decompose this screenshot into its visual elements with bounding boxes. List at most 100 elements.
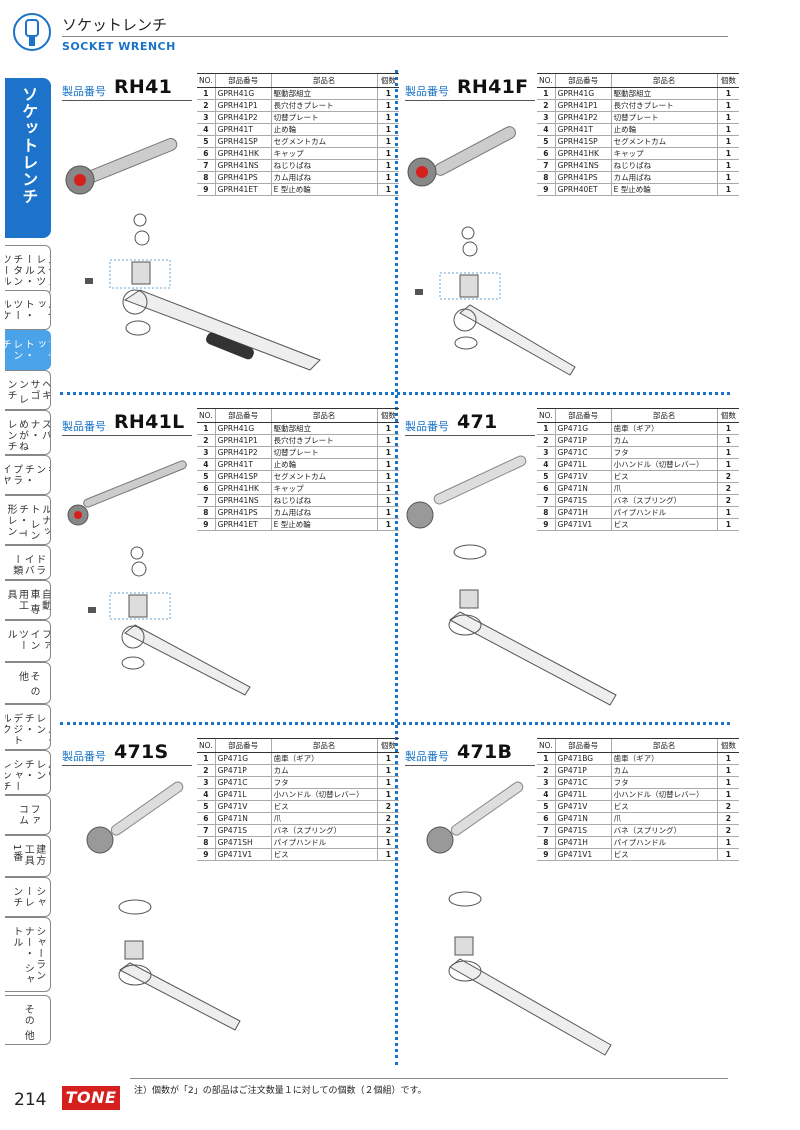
product-photo-471	[406, 455, 527, 529]
cell-nm: ビス	[270, 848, 378, 861]
exploded-diagram-471b	[448, 891, 612, 1056]
cell-nm: ビス	[610, 518, 718, 531]
sidebar-tab-0[interactable]: ステンレスツール・ チタンツール	[5, 245, 51, 295]
cell-pn: GP471V	[554, 470, 612, 483]
sidebar-tab-label: 建方工具 1番	[10, 844, 45, 866]
cell-nm: カム	[610, 764, 718, 777]
cell-pn: GPRH41HK	[554, 147, 612, 160]
cell-pn: GPRH41NS	[214, 159, 272, 172]
footer-rule	[130, 1078, 728, 1079]
sidebar-tab-8[interactable]: 自動車 専用工具	[5, 580, 51, 620]
cell-qty: 1	[716, 183, 740, 196]
product-code: RH41L	[114, 411, 185, 433]
cell-pn: GP471S	[214, 824, 272, 837]
cell-no: 4	[537, 123, 556, 136]
cell-nm: 爪	[610, 482, 718, 495]
product-code: 471B	[457, 741, 513, 763]
cell-nm: フタ	[610, 446, 718, 459]
cell-nm: パイプハンドル	[610, 506, 718, 519]
sidebar-tab-15[interactable]: シャーレンチ	[5, 877, 51, 917]
cell-qty: 1	[716, 458, 740, 471]
sidebar-tab-6[interactable]: ホイールナット レンチ・ T形レンチ	[5, 495, 51, 545]
cell-qty: 1	[716, 776, 740, 789]
parts-table-header: NO.部品番号部品名個数	[537, 738, 740, 753]
header-qty: 個数	[716, 73, 740, 88]
page-subtitle: SOCKET WRENCH	[62, 40, 176, 53]
cell-nm: 歯車（ギア）	[270, 752, 378, 765]
cell-no: 4	[537, 788, 556, 801]
cell-nm: バネ（スプリング）	[610, 824, 718, 837]
cell-qty: 1	[376, 135, 400, 148]
sidebar-tab-1[interactable]: ツールセット・ ツールケース	[5, 290, 51, 330]
sidebar-tab-17[interactable]: その 他	[5, 995, 51, 1045]
header-qty: 個数	[716, 408, 740, 423]
product-label: 製品番号	[62, 420, 106, 433]
sidebar-tab-2[interactable]: ソケット・ レンチ	[5, 330, 51, 370]
cell-no: 2	[537, 764, 556, 777]
product-code: RH41F	[457, 76, 529, 98]
cell-no: 1	[197, 422, 216, 435]
exploded-diagram-471s	[118, 899, 241, 1031]
cell-qty: 1	[376, 482, 400, 495]
header-no: NO.	[197, 738, 216, 753]
sidebar-tab-16[interactable]: シャーランナー・ シャトル	[5, 917, 51, 992]
cell-nm: パイプハンドル	[270, 836, 378, 849]
header-qty: 個数	[376, 738, 400, 753]
cell-nm: パイプハンドル	[610, 836, 718, 849]
sidebar-active-category[interactable]: ソケットレンチ	[5, 78, 51, 238]
product-photo-rh41	[65, 138, 178, 195]
header-no: NO.	[197, 408, 216, 423]
header-nm: 部品名	[610, 73, 718, 88]
cell-pn: GPRH41ET	[214, 518, 272, 531]
sidebar-tab-4[interactable]: スパナ・ めがねレンチ	[5, 410, 51, 455]
cell-pn: GP471L	[554, 458, 612, 471]
sidebar-tab-label: ファイン ツール	[5, 629, 51, 651]
header-pn: 部品番号	[554, 408, 612, 423]
sidebar-tab-5[interactable]: モンキレンチ・ プライヤ類	[5, 455, 51, 495]
cell-pn: GP471L	[554, 788, 612, 801]
sidebar-tab-14[interactable]: 建方工具 1番	[5, 835, 51, 877]
cell-qty: 1	[376, 171, 400, 184]
cell-no: 1	[537, 422, 556, 435]
cell-qty: 2	[716, 824, 740, 837]
cell-qty: 1	[716, 518, 740, 531]
cell-qty: 1	[376, 422, 400, 435]
sidebar-tab-label: シャーランナー・ シャトル	[10, 926, 45, 986]
header-nm: 部品名	[610, 408, 718, 423]
cell-no: 8	[537, 506, 556, 519]
cell-nm: キャップ	[270, 147, 378, 160]
sidebar-tab-11[interactable]: トルクレンチ・ デジトルク	[5, 704, 51, 750]
sidebar-tab-7[interactable]: ドライバー類	[5, 545, 51, 580]
exploded-diagram-rh41f	[415, 226, 576, 376]
sidebar-tab-3[interactable]: ヘキサゴン レンチ	[5, 370, 51, 410]
sidebar-tab-12[interactable]: パワーレンチ・ シャーレンチ	[5, 750, 51, 795]
cell-pn: GP471S	[554, 824, 612, 837]
cell-pn: GPRH41SP	[214, 470, 272, 483]
sidebar-tab-label: モンキレンチ・ プライヤ類	[5, 464, 51, 486]
cell-no: 8	[537, 171, 556, 184]
sidebar-tab-9[interactable]: ファイン ツール	[5, 620, 51, 662]
sidebar-tab-10[interactable]: そ の 他	[5, 662, 51, 704]
cell-nm: 小ハンドル（切替レバー）	[270, 788, 378, 801]
cell-no: 3	[537, 111, 556, 124]
sidebar-tab-13[interactable]: ファコム	[5, 795, 51, 835]
page-number: 214	[14, 1090, 47, 1110]
cell-qty: 1	[376, 752, 400, 765]
